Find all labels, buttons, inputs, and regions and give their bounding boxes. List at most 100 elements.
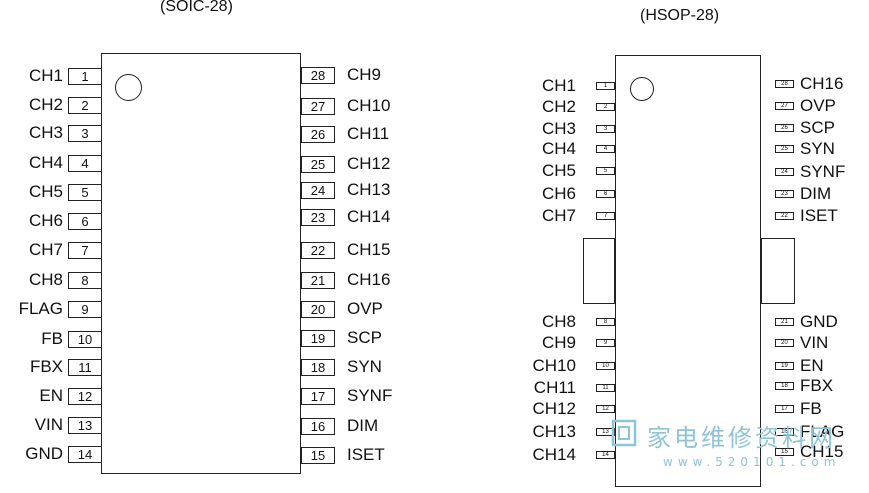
hsop-package-body [615,55,761,487]
hsop-pin-box: 14 [596,451,615,459]
hsop-pin-label: ISET [800,206,838,225]
soic-pin-box: 15 [301,447,335,464]
soic-pin-box: 16 [301,418,335,435]
watermark-url: www.520101.com [663,455,841,469]
hsop-pin-box: 3 [596,125,615,133]
hsop-pin-label: CH16 [800,74,844,93]
soic-pin-label: CH16 [347,270,391,289]
soic-pin-label: DIM [347,416,379,435]
soic-pin-label: CH3 [28,123,63,142]
hsop-pin-box: 15 [775,448,794,456]
hsop-pin-label: CH6 [541,184,576,203]
soic-pin-box: 25 [301,156,335,173]
hsop-pin-label: CH7 [541,206,576,225]
hsop-pin-box: 9 [596,339,615,347]
soic-pin-box: 22 [301,242,335,259]
hsop-pin-box: 16 [775,428,794,436]
hsop-pin-box: 8 [596,318,615,326]
hsop-pin-label: CH1 [541,76,576,95]
hsop-pin-box: 28 [775,80,794,88]
soic-pin-label: FB [41,329,63,348]
soic-pin-label: VIN [34,415,63,434]
soic-pin-label: ISET [347,445,385,464]
soic-pin-label: CH13 [347,180,391,199]
soic-pin-label: CH8 [28,270,63,289]
soic-pin-label: CH15 [347,240,391,259]
hsop-pin-label: FBX [800,376,834,395]
hsop-pin-box: 4 [596,145,615,153]
hsop-pin-label: SCP [800,118,835,137]
soic-pin-label: CH2 [28,95,63,114]
soic-pin-box: 18 [301,359,335,376]
hsop-pin-box: 12 [596,405,615,413]
hsop-pin-box: 24 [775,168,794,176]
hsop-pin-box: 27 [775,102,794,110]
hsop-pin-box: 11 [596,384,615,392]
soic-pin-box: 4 [68,155,102,172]
hsop-pin-label: OVP [800,96,836,115]
soic-pin-label: SYNF [347,386,393,405]
hsop-pin-box: 23 [775,190,794,198]
hsop-pin-label: SYNF [800,162,846,181]
soic-pin-box: 10 [68,331,102,348]
soic-pin-box: 8 [68,272,102,289]
soic-pin-label: CH9 [347,65,382,84]
hsop-pin-label: CH13 [532,422,576,441]
soic-pin-box: 1 [68,68,102,85]
soic-pin-box: 26 [301,126,335,143]
soic-pin-label: SYN [347,357,382,376]
soic-pin-box: 6 [68,213,102,230]
hsop-pin-label: GND [800,312,838,331]
soic-pin-box: 24 [301,182,335,199]
soic-pin-label: CH10 [347,96,391,115]
hsop-pin-box: 22 [775,212,794,220]
soic-pin-box: 21 [301,272,335,289]
hsop-pin-box: 6 [596,190,615,198]
hsop-pin-label: VIN [800,333,829,352]
hsop-pin-label: FLAG [800,422,845,441]
hsop-pin-box: 21 [775,318,794,326]
soic-pin-label: CH5 [28,182,63,201]
soic-pin-box: 12 [68,388,102,405]
soic-pin-box: 5 [68,184,102,201]
hsop-pin-box: 18 [775,382,794,390]
soic-pin-label: FBX [29,357,63,376]
hsop-pin-box: 10 [596,362,615,370]
soic-pin1-marker [115,74,142,101]
soic-title: (SOIC-28) [160,0,233,15]
soic-pin-label: SCP [347,328,382,347]
soic-pin-label: CH14 [347,207,391,226]
soic-pin-box: 7 [68,242,102,259]
hsop-pin-label: CH10 [532,356,576,375]
soic-pin-label: CH12 [347,154,391,173]
hsop-pin-box: 26 [775,124,794,132]
soic-pin-label: OVP [347,299,383,318]
hsop-pin-box: 13 [596,428,615,436]
soic-pin-box: 11 [68,359,102,376]
soic-pin-label: CH11 [347,124,390,143]
soic-pin-label: CH6 [28,211,63,230]
hsop-pin-box: 2 [596,103,615,111]
hsop-right-heatsink-tab [761,238,795,304]
hsop-pin-label: SYN [800,139,835,158]
hsop-pin-label: FB [800,399,822,418]
soic-pin-box: 3 [68,125,102,142]
hsop-pin-label: EN [800,356,824,375]
soic-pin-box: 9 [68,301,102,318]
soic-pin-box: 27 [301,98,335,115]
hsop-pin-label: CH4 [541,139,576,158]
soic-pin-box: 28 [301,67,335,84]
soic-pin-box: 23 [301,209,335,226]
hsop-pin-label: DIM [800,184,832,203]
soic-pin-label: FLAG [18,299,63,318]
hsop-pin-label: CH5 [541,161,576,180]
soic-pin-box: 13 [68,417,102,434]
hsop-pin-box: 5 [596,167,615,175]
hsop-pin-label: CH2 [541,97,576,116]
hsop-pin-label: CH8 [541,312,576,331]
hsop-pin-box: 19 [775,362,794,370]
hsop-pin-box: 7 [596,212,615,220]
hsop-pin-box: 1 [596,82,615,90]
watermark-text: 家电维修资料网 [647,424,836,452]
soic-package-body [101,53,301,474]
